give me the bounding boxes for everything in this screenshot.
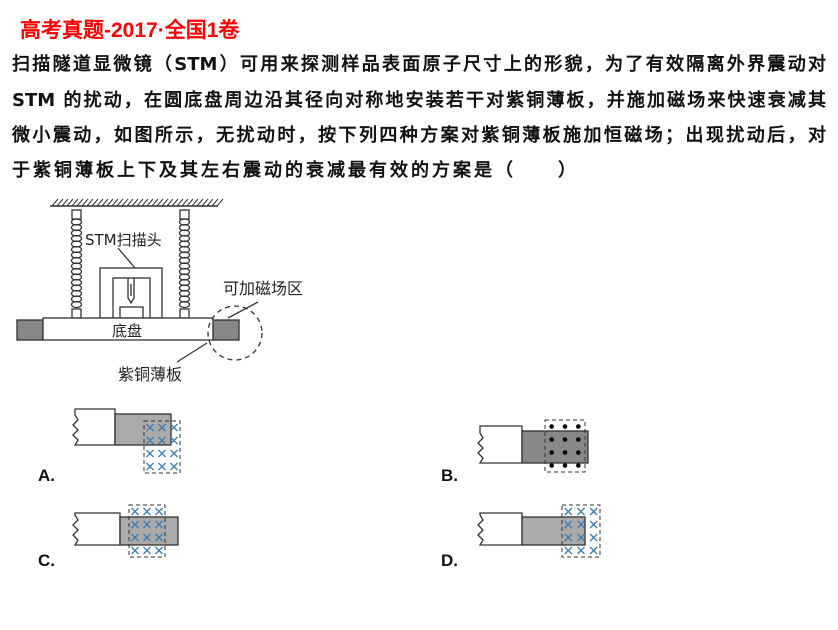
field-out-of-page-mark	[562, 450, 568, 455]
board-stub	[477, 425, 523, 464]
field-into-page-mark	[577, 546, 585, 555]
field-into-page-mark	[131, 546, 139, 555]
field-out-of-page-mark	[562, 437, 568, 442]
field-out-of-page-mark	[562, 463, 568, 468]
field-into-page-mark	[146, 436, 154, 445]
field-into-page-mark	[155, 533, 163, 542]
field-into-page-mark	[155, 520, 163, 529]
option-a-diagram	[72, 408, 181, 474]
base-label: 底盘	[112, 322, 142, 340]
field-out-of-page-mark	[576, 437, 581, 442]
ceiling-hatch	[50, 198, 224, 207]
option-d-diagram	[477, 504, 601, 558]
field-out-of-page-mark	[549, 437, 554, 442]
field-into-page-mark	[170, 423, 178, 432]
option-c-diagram	[72, 504, 179, 558]
copper-plate-right	[212, 319, 240, 341]
spring-left	[70, 218, 83, 309]
question-line-3: 微小震动，如图所示，无扰动时，按下列四种方案对紫铜薄板施加恒磁场；出现扰动后，对	[12, 125, 826, 146]
board-stub	[72, 512, 121, 546]
exam-title: 高考真题-2017·全国1卷	[20, 19, 240, 42]
question-line-2: STM 的扰动，在圆底盘周边沿其径向对称地安装若干对紫铜薄板，并施加磁场来快速衰…	[12, 90, 826, 111]
field-out-of-page-mark	[549, 450, 554, 455]
field-into-page-mark	[158, 462, 166, 471]
field-into-page-mark	[170, 436, 178, 445]
field-into-page-mark	[143, 546, 151, 555]
field-region-label: 可加磁场区	[223, 279, 303, 298]
field-into-page-mark	[143, 520, 151, 529]
field-region	[561, 504, 601, 558]
field-out-of-page-mark	[576, 463, 581, 468]
field-into-page-mark	[589, 533, 598, 542]
field-region-circle	[207, 305, 263, 361]
field-into-page-mark	[158, 436, 166, 445]
field-into-page-mark	[158, 449, 166, 458]
probe-tip	[127, 278, 135, 305]
copper-plate-leader	[176, 342, 208, 363]
field-into-page-mark	[131, 520, 139, 529]
option-a-label[interactable]: A.	[38, 466, 55, 485]
base-plate	[42, 317, 214, 341]
field-into-page-mark	[589, 520, 598, 529]
field-into-page-mark	[564, 546, 573, 555]
option-b-diagram	[477, 419, 589, 473]
field-into-page-mark	[143, 533, 151, 542]
question-line-1: 扫描隧道显微镜（STM）可用来探测样品表面原子尺寸上的形貌，为了有效隔离外界震动…	[12, 54, 826, 75]
spring-mount-left	[71, 209, 82, 220]
field-into-page-mark	[170, 462, 178, 471]
field-into-page-mark	[158, 423, 166, 432]
field-region	[143, 420, 181, 474]
field-out-of-page-mark	[549, 424, 554, 429]
field-into-page-mark	[131, 533, 139, 542]
field-into-page-mark	[146, 462, 154, 471]
field-into-page-mark	[577, 520, 585, 529]
field-into-page-mark	[577, 533, 585, 542]
copper-plate	[521, 430, 589, 464]
field-region	[544, 419, 586, 473]
option-d-label[interactable]: D.	[441, 551, 458, 570]
field-into-page-mark	[155, 546, 163, 555]
field-out-of-page-mark	[562, 424, 568, 429]
field-into-page-mark	[155, 507, 163, 516]
board-stub	[72, 408, 116, 446]
spring-mount-right	[179, 209, 190, 220]
stm-diagram	[16, 198, 263, 363]
field-into-page-mark	[170, 449, 178, 458]
field-into-page-mark	[131, 507, 139, 516]
field-into-page-mark	[564, 507, 573, 516]
field-region	[128, 504, 166, 558]
field-out-of-page-mark	[576, 424, 581, 429]
spring-foot-left	[71, 308, 82, 319]
sample-block	[119, 306, 144, 319]
option-c-label[interactable]: C.	[38, 551, 55, 570]
field-into-page-mark	[146, 449, 154, 458]
field-into-page-mark	[577, 507, 585, 516]
copper-plate-left	[16, 319, 44, 341]
question-line-4: 于紫铜薄板上下及其左右震动的衰减最有效的方案是（ ）	[12, 160, 579, 181]
option-b-label[interactable]: B.	[441, 466, 458, 485]
field-region-leader	[227, 301, 259, 319]
stm-head-leader	[117, 247, 136, 269]
stm-head-label: STM扫描头	[85, 231, 162, 249]
spring-right	[178, 218, 191, 309]
field-into-page-mark	[564, 533, 573, 542]
board-stub	[477, 512, 523, 546]
field-out-of-page-mark	[549, 463, 554, 468]
field-into-page-mark	[146, 423, 154, 432]
field-into-page-mark	[564, 520, 573, 529]
copper-plate	[521, 516, 586, 546]
field-into-page-mark	[143, 507, 151, 516]
field-out-of-page-mark	[576, 450, 581, 455]
field-into-page-mark	[589, 507, 598, 516]
field-into-page-mark	[589, 546, 598, 555]
copper-plate-label: 紫铜薄板	[118, 365, 182, 384]
spring-foot-right	[179, 308, 190, 319]
